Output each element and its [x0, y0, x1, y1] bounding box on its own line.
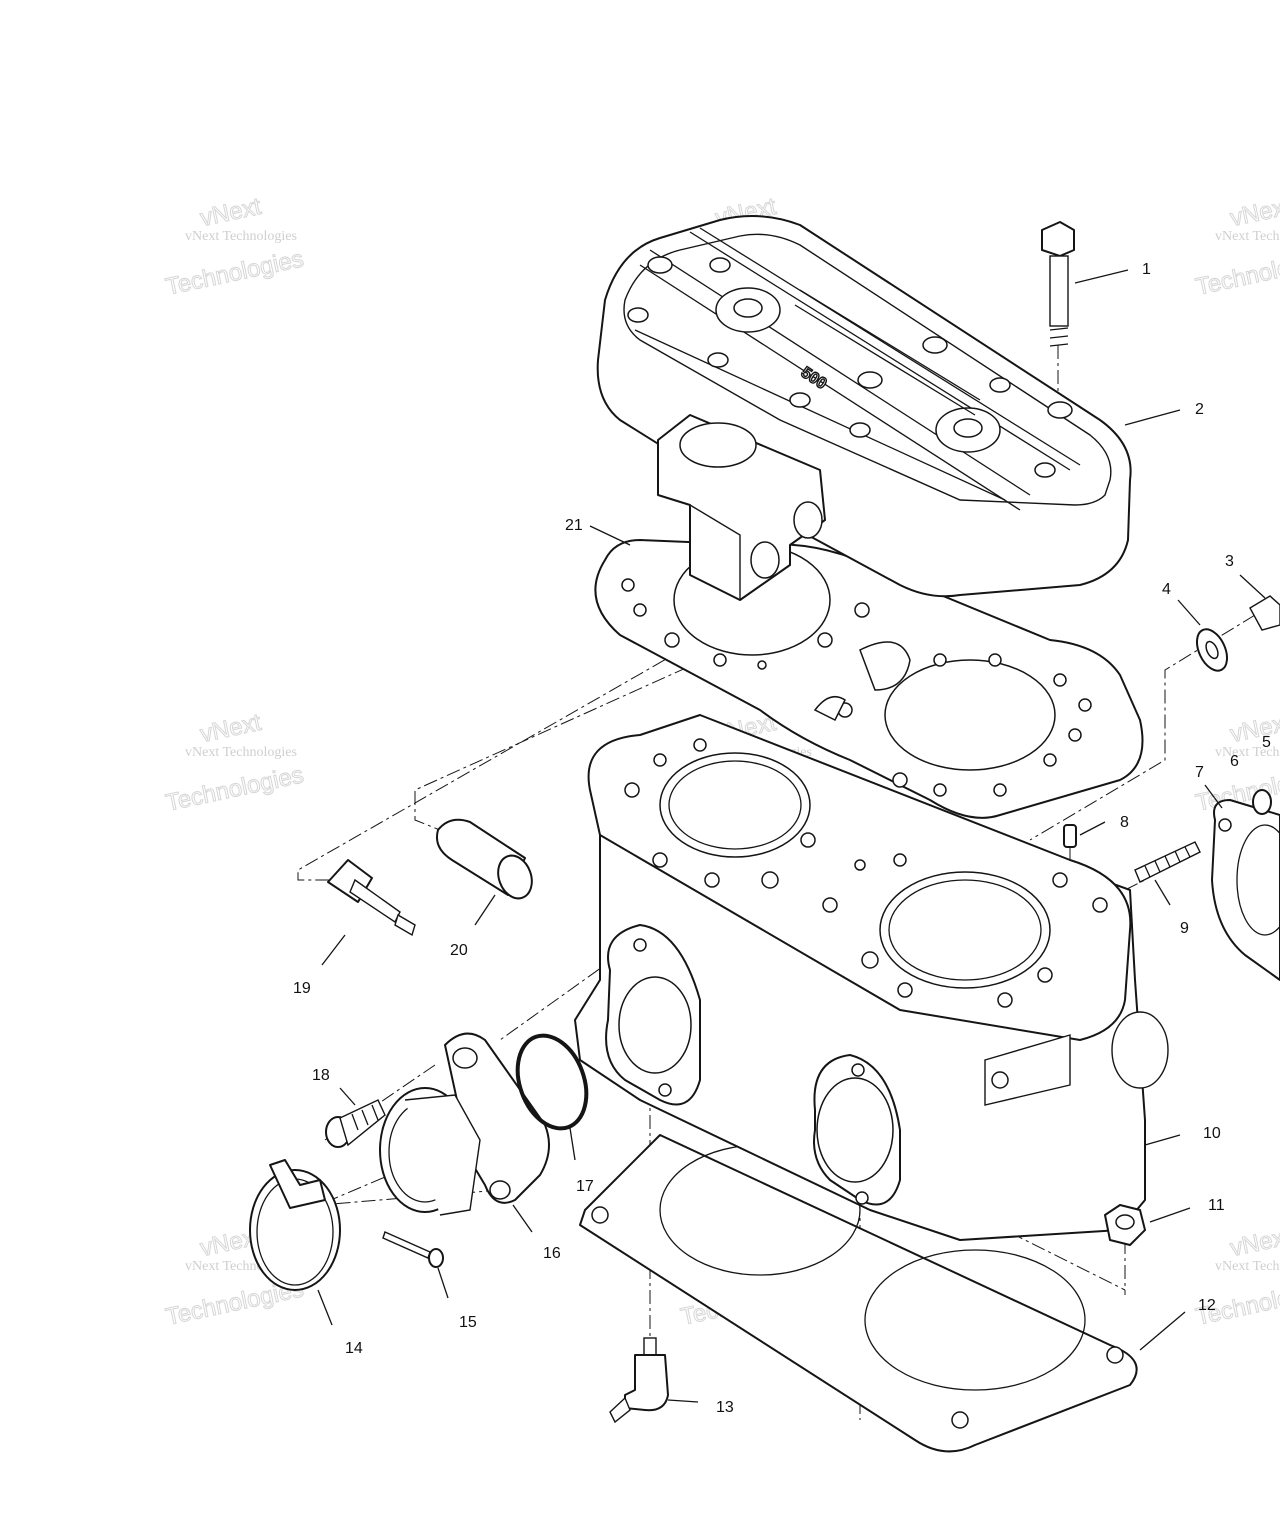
watermark: vNext vNext Technologies Technologies — [163, 192, 307, 301]
watermark-line-2: vNext Technologies — [185, 229, 297, 244]
part-14-clamp — [249, 1159, 341, 1291]
callout-15: 15 — [459, 1314, 477, 1331]
part-13-elbow-fitting — [609, 1337, 669, 1424]
callout-6: 6 — [1230, 753, 1239, 770]
callout-18: 18 — [312, 1067, 330, 1084]
part-18-bolt — [325, 1099, 386, 1148]
callout-7: 7 — [1195, 764, 1204, 781]
part-11-nut — [1104, 1204, 1146, 1246]
watermark-line-1: vNext — [198, 193, 264, 232]
part-8-dowel-pin — [1063, 824, 1077, 848]
part-12-base-gasket — [579, 1134, 1138, 1453]
watermark-line-3: Technologies — [163, 245, 306, 301]
thermostat-housing — [657, 414, 826, 601]
callout-19: 19 — [293, 980, 311, 997]
watermark: vNext vNext Technologies Technologies — [163, 708, 307, 817]
part-15-screw — [382, 1231, 444, 1268]
part-17-o-ring — [515, 1033, 589, 1131]
callout-1: 1 — [1142, 261, 1151, 278]
watermark-line-1: vNext — [1228, 193, 1280, 232]
watermark-line-2: vNext Technologies — [1215, 745, 1280, 760]
callout-10: 10 — [1203, 1125, 1221, 1142]
watermark: vNext vNext Technologies Technologies — [1193, 1222, 1280, 1331]
watermark: vNext vNext Technologies Technologies — [1193, 192, 1280, 301]
part-4-washer — [1195, 628, 1229, 672]
callout-3: 3 — [1225, 553, 1234, 570]
part-3-screw — [1249, 595, 1280, 631]
callout-4: 4 — [1162, 581, 1171, 598]
watermark-line-3: Technologies — [1193, 245, 1280, 301]
part-20-thermostat — [436, 818, 533, 900]
part-16-exhaust-flange — [379, 1032, 550, 1216]
part-7-cover-plate — [1211, 799, 1280, 981]
callout-labels: 1 2 3 4 5 6 7 8 9 10 11 12 13 14 15 16 1… — [293, 261, 1271, 1416]
head-gasket-holes — [621, 578, 1092, 797]
cylinder-deck-holes — [624, 738, 1108, 1008]
callout-11: 11 — [1208, 1197, 1225, 1214]
callout-leaders — [317, 269, 1266, 1403]
callout-5: 5 — [1262, 734, 1271, 751]
callout-17: 17 — [576, 1178, 594, 1195]
callout-9: 9 — [1180, 920, 1189, 937]
callout-2: 2 — [1195, 401, 1204, 418]
part-2-cylinder-head: 500 — [596, 215, 1132, 598]
watermark-line-2: vNext Technologies — [1215, 229, 1280, 244]
watermark-line-1: vNext — [1228, 1223, 1280, 1262]
callout-21: 21 — [565, 517, 583, 534]
watermark-line-1: vNext — [198, 709, 264, 748]
head-bolt-bosses — [627, 256, 1073, 478]
callout-14: 14 — [345, 1340, 363, 1357]
watermark-line-2: vNext Technologies — [185, 745, 297, 760]
callout-8: 8 — [1120, 814, 1129, 831]
watermark-line-3: Technologies — [163, 761, 306, 817]
callout-12: 12 — [1198, 1297, 1216, 1314]
callout-13: 13 — [716, 1399, 734, 1416]
callout-16: 16 — [543, 1245, 561, 1262]
part-19-temp-sensor — [327, 859, 416, 937]
callout-20: 20 — [450, 942, 468, 959]
watermark-line-2: vNext Technologies — [1215, 1259, 1280, 1274]
watermark-line-1: vNext — [1228, 709, 1280, 748]
part-10-cylinder — [574, 714, 1169, 1241]
part-1-bolt — [1041, 221, 1075, 347]
part-6-o-ring — [1252, 789, 1272, 815]
part-9-stud — [1134, 841, 1201, 883]
